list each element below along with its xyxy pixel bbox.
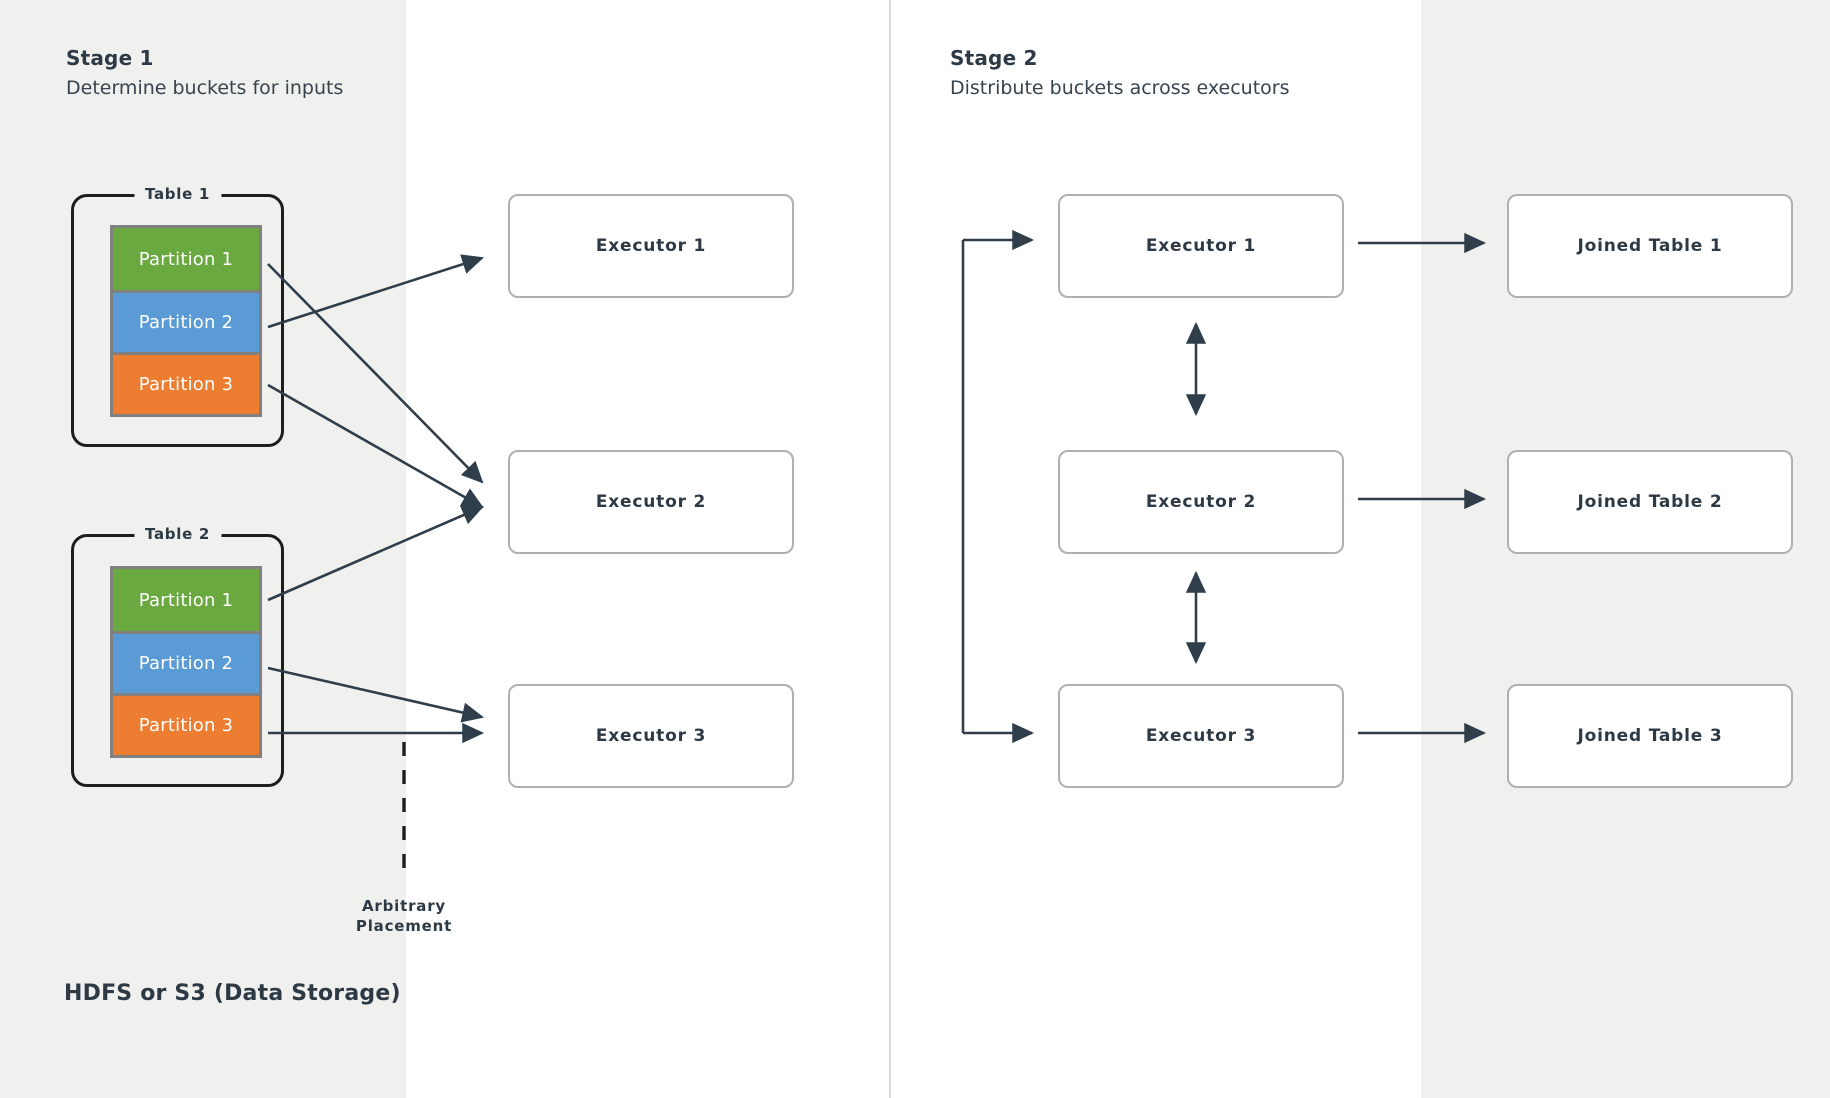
stage1-executor-2[interactable]: Executor 2 <box>508 450 794 554</box>
partition-stack-table-2: Partition 1 Partition 2 Partition 3 <box>110 566 262 758</box>
stage-1-subtitle: Determine buckets for inputs <box>66 77 344 99</box>
table-group-table-2: Table 2 <box>71 525 284 787</box>
table-2-label: Table 2 <box>133 525 222 543</box>
stage-1-title: Stage 1 <box>66 46 154 70</box>
stage2-executor-3[interactable]: Executor 3 <box>1058 684 1344 788</box>
stage-1-header: Stage 1 Determine buckets for inputs <box>66 46 343 99</box>
arbitrary-placement-caption: Arbitrary Placement <box>355 897 453 935</box>
stage-2-header: Stage 2 Distribute buckets across execut… <box>950 46 1290 99</box>
table-1-label: Table 1 <box>133 185 222 203</box>
joined-table-1[interactable]: Joined Table 1 <box>1507 194 1793 298</box>
stage2-executor-2[interactable]: Executor 2 <box>1058 450 1344 554</box>
partition-table-1-2: Partition 2 <box>113 290 259 352</box>
storage-footer-label: HDFS or S3 (Data Storage) <box>64 981 401 1006</box>
stage2-executor-1[interactable]: Executor 1 <box>1058 194 1344 298</box>
stage-2-title: Stage 2 <box>950 46 1038 70</box>
stage1-executor-3[interactable]: Executor 3 <box>508 684 794 788</box>
joined-table-2[interactable]: Joined Table 2 <box>1507 450 1793 554</box>
partition-table-1-3: Partition 3 <box>113 352 259 414</box>
joined-table-3[interactable]: Joined Table 3 <box>1507 684 1793 788</box>
partition-table-1-1: Partition 1 <box>113 228 259 290</box>
partition-table-2-3: Partition 3 <box>113 693 259 755</box>
partition-table-2-2: Partition 2 <box>113 631 259 693</box>
stage-divider <box>889 0 891 1098</box>
partition-stack-table-1: Partition 1 Partition 2 Partition 3 <box>110 225 262 417</box>
partition-table-2-1: Partition 1 <box>113 569 259 631</box>
stage1-executor-1[interactable]: Executor 1 <box>508 194 794 298</box>
stage-2-subtitle: Distribute buckets across executors <box>950 77 1290 99</box>
